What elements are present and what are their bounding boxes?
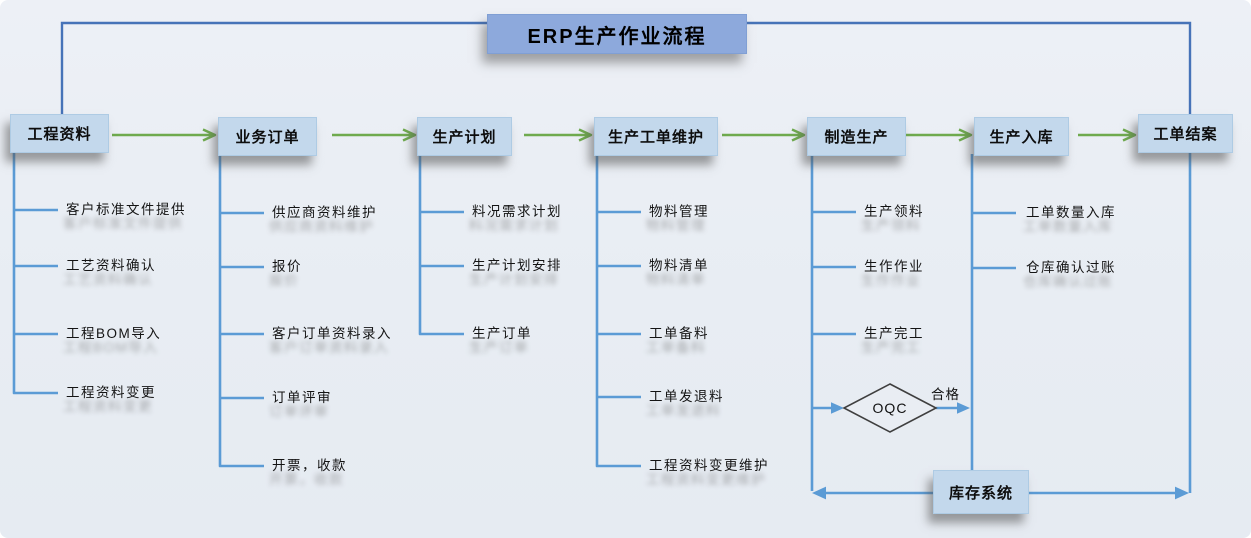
tree-col6-ticks bbox=[972, 211, 1016, 270]
col6-item-0: 工单数量入库 bbox=[1026, 205, 1116, 220]
oqc-in-arrowhead bbox=[831, 402, 844, 414]
flow-arrow-4 bbox=[722, 128, 806, 142]
tree-col2-ticks bbox=[220, 211, 264, 400]
flow-arrow-3 bbox=[524, 128, 593, 142]
col1-item-2: 工程BOM导入 bbox=[66, 326, 162, 341]
col4-item-0: 物料管理 bbox=[649, 204, 709, 219]
flow-node-engineering-data: 工程资料 bbox=[10, 114, 109, 153]
tree-col3-ticks bbox=[420, 210, 464, 268]
col2-item-0: 供应商资料维护 bbox=[272, 205, 377, 220]
tree-lines bbox=[12, 150, 1192, 495]
flow-node-work-order-maintenance: 生产工单维护 bbox=[594, 117, 718, 156]
flow-node-production-warehousing: 生产入库 bbox=[974, 117, 1069, 156]
col2-item-3: 订单评审 bbox=[272, 390, 332, 405]
flow-node-manufacturing: 制造生产 bbox=[807, 117, 906, 156]
col4-item-4: 工程资料变更维护 bbox=[649, 458, 769, 473]
title-connector-right bbox=[746, 21, 1192, 114]
inventory-left-arrowhead bbox=[812, 486, 826, 500]
col1-item-3: 工程资料变更 bbox=[66, 385, 156, 400]
col2-item-4: 开票，收款 bbox=[272, 458, 347, 473]
tree-col1-spine bbox=[12, 150, 58, 395]
tree-col1-ticks bbox=[14, 208, 58, 336]
tree-col4-ticks bbox=[597, 210, 641, 399]
oqc-diamond-shape bbox=[842, 383, 938, 433]
col5-item-2: 生产完工 bbox=[864, 326, 924, 341]
col3-item-1: 生产计划安排 bbox=[472, 258, 562, 273]
col4-item-3: 工单发退料 bbox=[649, 389, 724, 404]
tree-col4-spine bbox=[595, 154, 641, 468]
tree-col2-spine bbox=[218, 154, 264, 468]
col1-item-1: 工艺资料确认 bbox=[66, 258, 156, 273]
col2-item-1: 报价 bbox=[272, 259, 302, 274]
flow-node-business-order: 业务订单 bbox=[218, 117, 317, 156]
flow-arrow-5 bbox=[906, 128, 973, 142]
flow-arrow-2 bbox=[332, 128, 417, 142]
title-connector-left bbox=[60, 21, 488, 115]
flow-node-work-order-closing: 工单结案 bbox=[1138, 114, 1233, 153]
blue-arrowheads bbox=[812, 402, 1189, 500]
inventory-system-node: 库存系统 bbox=[933, 470, 1029, 514]
tree-col3-spine bbox=[418, 154, 464, 336]
oqc-pass-label: 合格 bbox=[931, 387, 960, 402]
flow-node-production-plan: 生产计划 bbox=[417, 117, 512, 156]
inventory-right-arrowhead bbox=[1175, 486, 1189, 500]
diagram-title: ERP生产作业流程 bbox=[487, 14, 747, 54]
flow-arrows bbox=[112, 128, 1137, 142]
col6-item-1: 仓库确认过账 bbox=[1026, 260, 1116, 275]
col2-item-2: 客户订单资料录入 bbox=[272, 326, 392, 341]
oqc-decision-label: OQC bbox=[872, 400, 908, 416]
col5-item-0: 生产领料 bbox=[864, 204, 924, 219]
oqc-out-arrowhead bbox=[957, 402, 970, 414]
flow-arrow-6 bbox=[1078, 128, 1137, 142]
col4-item-2: 工单备料 bbox=[649, 326, 709, 341]
col1-item-0: 客户标准文件提供 bbox=[66, 202, 186, 217]
col3-item-0: 料况需求计划 bbox=[472, 204, 562, 219]
col4-item-1: 物料清单 bbox=[649, 258, 709, 273]
flow-arrow-1 bbox=[112, 128, 217, 142]
col3-item-2: 生产订单 bbox=[472, 326, 532, 341]
title-connector-lines bbox=[60, 21, 1192, 115]
col5-item-1: 生作作业 bbox=[864, 259, 924, 274]
tree-col5-ticks bbox=[812, 210, 856, 336]
